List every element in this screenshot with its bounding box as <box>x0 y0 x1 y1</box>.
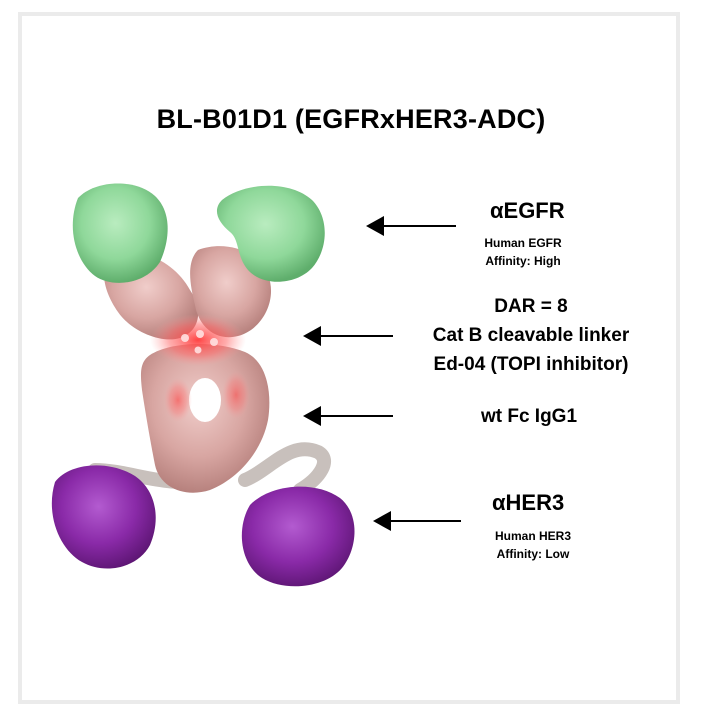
arrow-head-icon <box>373 511 391 531</box>
egfr-label: αEGFR <box>490 198 565 223</box>
payload-dot <box>181 334 189 342</box>
payload-dar: DAR = 8 <box>494 296 568 317</box>
payload-dot <box>194 346 202 354</box>
figure-title: BL-B01D1 (EGFRxHER3-ADC) <box>156 104 546 134</box>
her3-affinity: Affinity: Low <box>496 547 570 561</box>
figure-frame <box>18 12 680 704</box>
arrow-head-icon <box>303 406 321 426</box>
fc-cavity <box>189 378 221 422</box>
payload-linker: Cat B cleavable linker <box>432 325 630 346</box>
payload-dot <box>196 330 204 338</box>
payload-drug: Ed-04 (TOPI inhibitor) <box>433 354 629 375</box>
left-egfr-domain <box>72 183 168 283</box>
payload-glow-lower <box>222 371 250 419</box>
left-her3-domain <box>51 465 156 569</box>
her3-target: Human HER3 <box>494 529 571 543</box>
her3-details: Human HER3 Affinity: Low <box>478 527 588 563</box>
egfr-affinity: Affinity: High <box>485 254 561 268</box>
arrow-shaft <box>319 415 393 417</box>
payload-details: DAR = 8 Cat B cleavable linker Ed-04 (TO… <box>408 292 654 379</box>
her3-arrow <box>373 511 461 531</box>
payload-dot <box>210 338 218 346</box>
arrow-shaft <box>319 335 393 337</box>
her3-label: αHER3 <box>492 490 565 515</box>
payload-glow-lower <box>164 378 192 422</box>
right-her3-domain <box>241 486 355 587</box>
egfr-details: Human EGFR Affinity: High <box>468 234 578 270</box>
arrow-shaft <box>382 225 456 227</box>
fc-label: wt Fc IgG1 <box>480 406 578 427</box>
arrow-head-icon <box>303 326 321 346</box>
right-egfr-domain <box>216 185 325 282</box>
payload-glow <box>150 314 246 366</box>
egfr-target: Human EGFR <box>484 236 562 250</box>
right-linker-strand <box>238 442 331 497</box>
arrow-head-icon <box>366 216 384 236</box>
arrow-shaft <box>389 520 461 522</box>
payload-arrow <box>303 326 393 346</box>
fc-arrow <box>303 406 393 426</box>
egfr-arrow <box>366 216 456 236</box>
